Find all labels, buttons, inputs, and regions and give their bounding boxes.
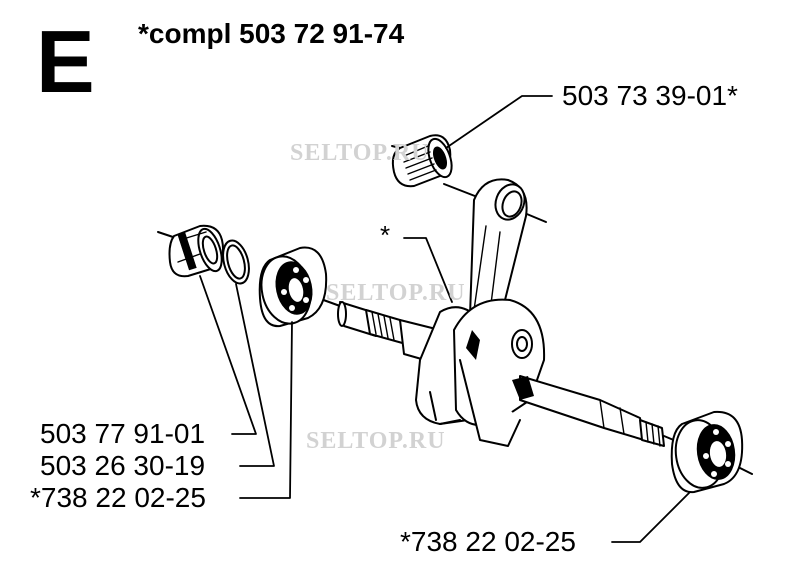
o-ring	[222, 239, 250, 285]
crankshaft	[337, 178, 665, 447]
needle-bearing	[391, 134, 453, 188]
part-label-crankshaft: *	[380, 220, 391, 250]
section-letter: E	[36, 12, 95, 111]
watermark: SELTOP.RU	[290, 140, 430, 166]
ball-bearing-left	[258, 246, 328, 328]
part-label-o-ring: 503 26 30-19	[40, 450, 206, 481]
leader-o-ring	[235, 283, 275, 467]
ball-bearing-right	[670, 410, 744, 494]
part-label-ball-bearing-left: *738 22 02-25	[30, 482, 206, 513]
leader-seal-sleeve	[199, 275, 257, 435]
leader-lines	[199, 95, 691, 543]
leader-ball-bearing-left	[239, 321, 293, 499]
leader-ball-bearing-right	[611, 491, 691, 543]
part-label-ball-bearing-right: *738 22 02-25	[400, 526, 576, 557]
part-label-needle-bearing: 503 73 39-01*	[562, 80, 738, 111]
leader-crankshaft	[403, 237, 453, 303]
assembly-part-number: *compl 503 72 91-74	[138, 18, 405, 49]
seal-sleeve	[168, 224, 224, 278]
watermark: SELTOP.RU	[326, 280, 466, 306]
leader-needle-bearing	[445, 95, 553, 149]
watermark: SELTOP.RU	[306, 428, 446, 454]
part-label-seal-sleeve: 503 77 91-01	[40, 418, 206, 449]
